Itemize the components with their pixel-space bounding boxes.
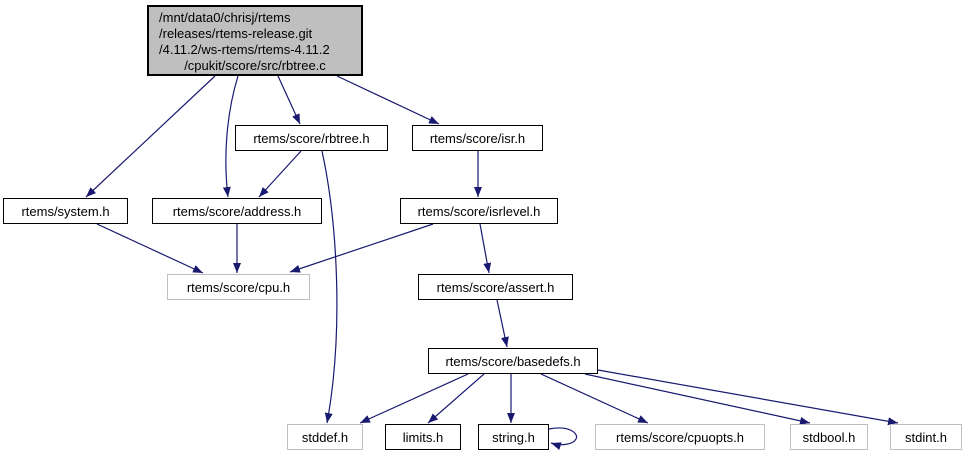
- node-limits-h[interactable]: limits.h: [385, 424, 461, 450]
- node-rtems-score-rbtree-h[interactable]: rtems/score/rbtree.h: [235, 125, 388, 151]
- root-file-path-line: /cpukit/score/src/rbtree.c: [184, 58, 326, 73]
- edge-assert-h-to-basedefs-h: [496, 299, 509, 348]
- edge-basedefs-h-to-stdbool-h: [584, 373, 811, 425]
- edge-root-to-isr-h: [336, 75, 440, 125]
- edge-basedefs-h-to-limits-h: [427, 373, 485, 424]
- edge-root-to-system-h: [85, 75, 216, 198]
- node-stdbool-h: stdbool.h: [790, 424, 868, 450]
- edge-rbtree-h-to-address-h: [258, 150, 302, 198]
- node-rtems-score-assert-h[interactable]: rtems/score/assert.h: [418, 274, 573, 300]
- node-rtems-score-isr-h[interactable]: rtems/score/isr.h: [412, 125, 543, 151]
- edge-rbtree-h-to-stddef-h: [321, 150, 338, 424]
- edge-isrlevel-h-to-cpu-h: [289, 223, 434, 273]
- edge-root-to-rbtree-h: [277, 75, 301, 125]
- node-rtems-system-h[interactable]: rtems/system.h: [3, 198, 128, 224]
- edge-basedefs-h-to-cpuopts-h: [540, 373, 649, 424]
- root-file-path-line: /mnt/data0/chrisj/rtems: [159, 10, 291, 25]
- root-file-path-line: /4.11.2/ws-rtems/rtems-4.11.2: [159, 42, 330, 57]
- node-rtems-score-basedefs-h[interactable]: rtems/score/basedefs.h: [428, 348, 598, 374]
- node-rtems-score-cpu-h: rtems/score/cpu.h: [167, 274, 310, 300]
- edge-root-to-address-h: [222, 75, 239, 198]
- node-stddef-h: stddef.h: [287, 424, 363, 450]
- edge-system-h-to-cpu-h: [96, 223, 204, 274]
- edge-basedefs-h-to-stddef-h: [359, 373, 469, 424]
- node-string-h[interactable]: string.h: [478, 424, 549, 450]
- node-rtems-score-isrlevel-h[interactable]: rtems/score/isrlevel.h: [400, 198, 558, 224]
- node-root-file: /mnt/data0/chrisj/rtems /releases/rtems-…: [147, 5, 363, 76]
- edge-isrlevel-h-to-assert-h: [479, 223, 492, 274]
- edge-string-h-self-loop: [548, 427, 578, 450]
- node-rtems-score-cpuopts-h: rtems/score/cpuopts.h: [595, 424, 765, 450]
- root-file-path-line: /releases/rtems-release.git: [159, 26, 313, 41]
- node-rtems-score-address-h[interactable]: rtems/score/address.h: [152, 198, 322, 224]
- edge-basedefs-h-to-stdint-h: [597, 369, 899, 426]
- node-stdint-h: stdint.h: [890, 424, 962, 450]
